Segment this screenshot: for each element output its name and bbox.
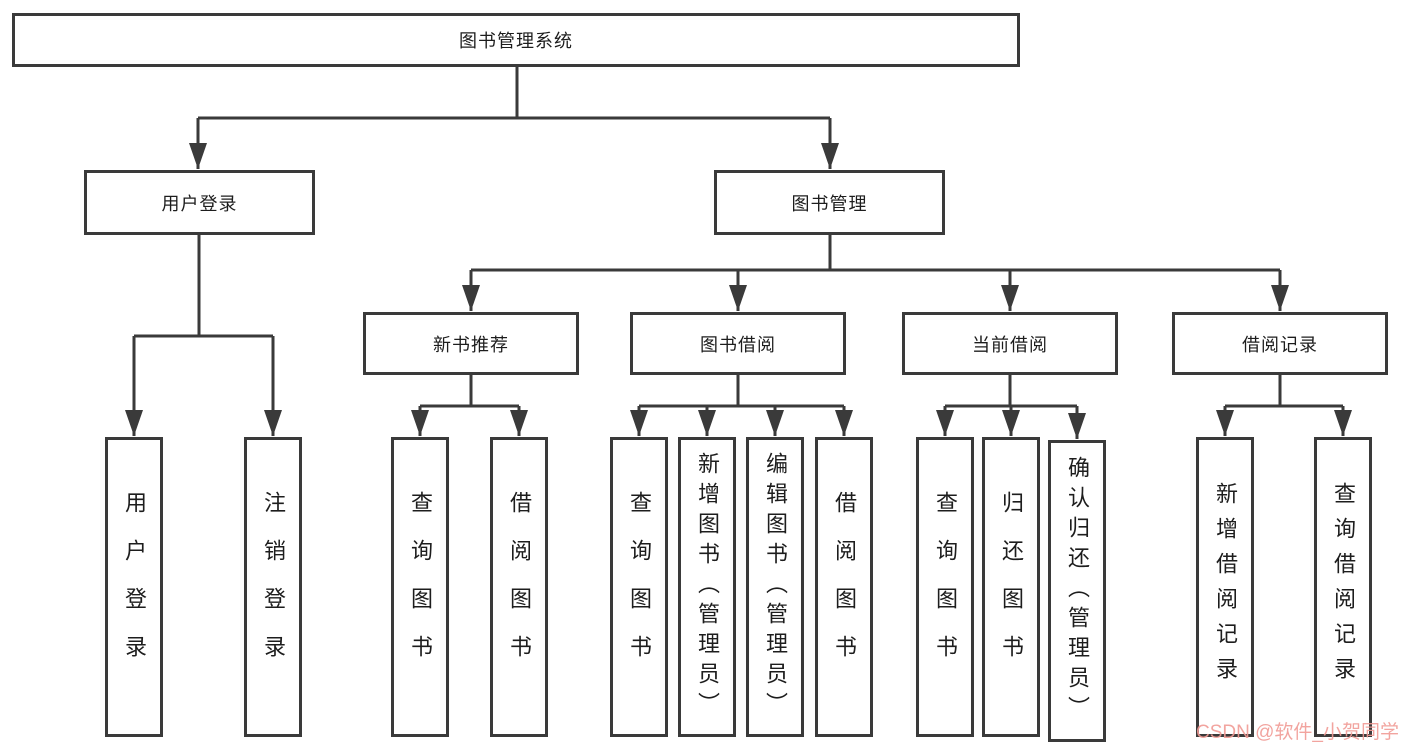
node-leaf-br-add-record: 新增借阅记录 bbox=[1196, 437, 1254, 737]
connector-current-borrow-children bbox=[936, 375, 1086, 439]
node-user-login: 用户登录 bbox=[84, 170, 315, 235]
connector-new-book-rec-children bbox=[411, 375, 528, 436]
node-leaf-br-query-record: 查询借阅记录 bbox=[1314, 437, 1372, 737]
node-leaf-login-label: 用户登录 bbox=[122, 491, 147, 683]
node-leaf-rec-query-book: 查询图书 bbox=[391, 437, 449, 737]
connector-root-to-level2 bbox=[189, 67, 839, 169]
node-current-borrow-label: 当前借阅 bbox=[972, 334, 1048, 355]
node-leaf-br-add-record-label: 新增借阅记录 bbox=[1213, 482, 1238, 692]
node-leaf-bb-query-book: 查询图书 bbox=[610, 437, 668, 737]
node-user-login-label: 用户登录 bbox=[161, 193, 238, 214]
node-leaf-cur-query-book: 查询图书 bbox=[916, 437, 974, 737]
node-leaf-cur-confirm-return-label: 确认归还（管理员） bbox=[1065, 456, 1090, 726]
node-leaf-cur-return-book-label: 归还图书 bbox=[999, 491, 1024, 683]
connector-user-login-children bbox=[125, 235, 282, 436]
connector-borrow-records-children bbox=[1216, 375, 1352, 436]
node-leaf-logout-label: 注销登录 bbox=[261, 491, 286, 683]
node-book-borrow-label: 图书借阅 bbox=[700, 334, 776, 355]
node-leaf-rec-borrow-book-label: 借阅图书 bbox=[507, 491, 532, 683]
csdn-watermark: CSDN @软件_小贺同学 bbox=[1196, 722, 1399, 743]
node-root-label: 图书管理系统 bbox=[459, 31, 573, 51]
node-borrow-records: 借阅记录 bbox=[1172, 312, 1388, 375]
node-leaf-cur-confirm-return: 确认归还（管理员） bbox=[1048, 440, 1106, 742]
node-book-mgmt-label: 图书管理 bbox=[791, 193, 868, 214]
connector-book-mgmt-to-level3 bbox=[462, 235, 1289, 311]
node-borrow-records-label: 借阅记录 bbox=[1242, 334, 1318, 355]
node-book-mgmt: 图书管理 bbox=[714, 170, 945, 235]
node-current-borrow: 当前借阅 bbox=[902, 312, 1118, 375]
connector-book-borrow-children bbox=[630, 375, 853, 436]
node-leaf-bb-query-book-label: 查询图书 bbox=[627, 491, 652, 683]
node-leaf-rec-borrow-book: 借阅图书 bbox=[490, 437, 548, 737]
node-root: 图书管理系统 bbox=[12, 13, 1020, 67]
node-new-book-rec-label: 新书推荐 bbox=[433, 334, 509, 355]
node-leaf-bb-borrow-book: 借阅图书 bbox=[815, 437, 873, 737]
node-book-borrow: 图书借阅 bbox=[630, 312, 846, 375]
node-leaf-bb-edit-book: 编辑图书（管理员） bbox=[746, 437, 804, 737]
node-leaf-bb-edit-book-label: 编辑图书（管理员） bbox=[763, 452, 788, 722]
node-leaf-rec-query-book-label: 查询图书 bbox=[408, 491, 433, 683]
node-leaf-login: 用户登录 bbox=[105, 437, 163, 737]
node-leaf-br-query-record-label: 查询借阅记录 bbox=[1331, 482, 1356, 692]
node-leaf-bb-add-book: 新增图书（管理员） bbox=[678, 437, 736, 737]
node-leaf-cur-return-book: 归还图书 bbox=[982, 437, 1040, 737]
node-leaf-logout: 注销登录 bbox=[244, 437, 302, 737]
node-new-book-rec: 新书推荐 bbox=[363, 312, 579, 375]
node-leaf-bb-add-book-label: 新增图书（管理员） bbox=[695, 452, 720, 722]
node-leaf-bb-borrow-book-label: 借阅图书 bbox=[832, 491, 857, 683]
node-leaf-cur-query-book-label: 查询图书 bbox=[933, 491, 958, 683]
